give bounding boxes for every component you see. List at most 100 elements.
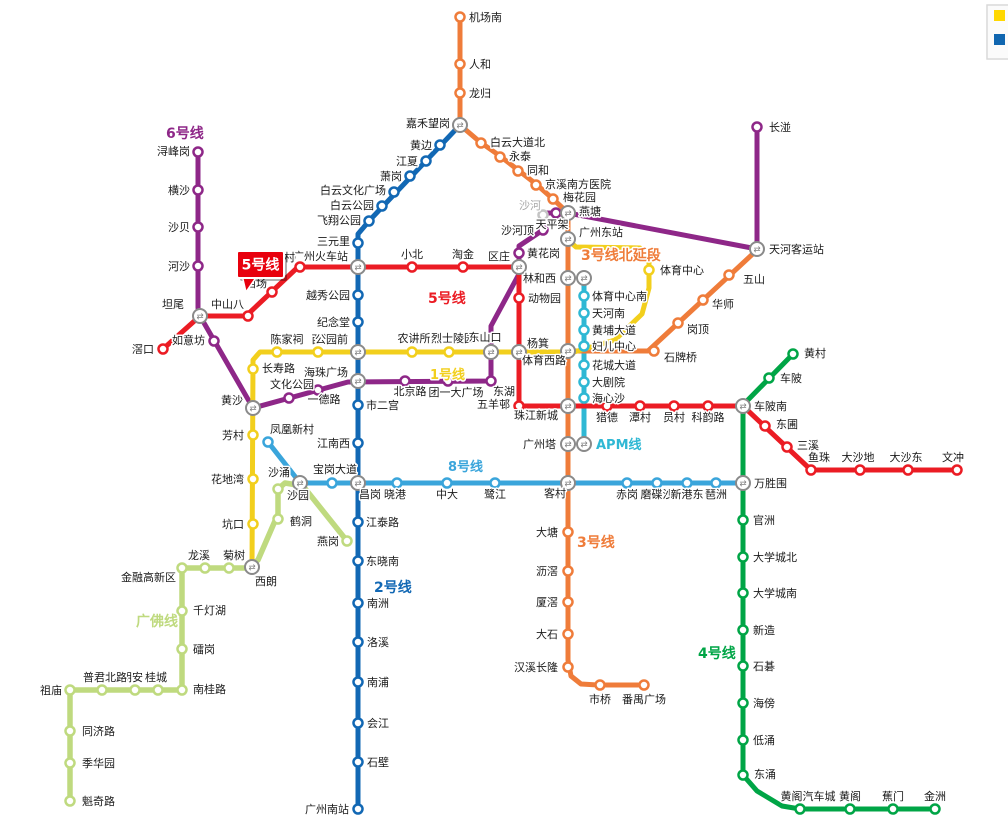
station-dot[interactable] bbox=[560, 270, 576, 286]
station-dot[interactable] bbox=[247, 473, 259, 485]
station-dot[interactable] bbox=[352, 803, 364, 815]
station-dot[interactable] bbox=[483, 344, 499, 360]
station-dot[interactable] bbox=[245, 400, 261, 416]
station-dot[interactable] bbox=[634, 400, 646, 412]
station-dot[interactable] bbox=[352, 676, 364, 688]
station-dot[interactable] bbox=[737, 660, 749, 672]
station-dot[interactable] bbox=[638, 679, 650, 691]
station-dot[interactable] bbox=[537, 209, 549, 221]
station-label[interactable]: 文冲 bbox=[941, 449, 966, 466]
station-label[interactable]: 洛溪 bbox=[366, 634, 391, 651]
station-dot[interactable] bbox=[350, 259, 366, 275]
station-dot[interactable] bbox=[192, 221, 204, 233]
station-dot[interactable] bbox=[511, 344, 527, 360]
station-label[interactable]: 花地湾 bbox=[210, 471, 246, 488]
station-label[interactable]: 赤岗 bbox=[615, 487, 640, 503]
station-dot[interactable] bbox=[621, 477, 633, 489]
station-dot[interactable] bbox=[96, 684, 108, 696]
station-label[interactable]: 石碁 bbox=[752, 658, 777, 675]
station-dot[interactable] bbox=[352, 237, 364, 249]
station-dot[interactable] bbox=[578, 359, 590, 371]
station-dot[interactable] bbox=[560, 231, 576, 247]
station-label[interactable]: 龙归 bbox=[468, 85, 493, 102]
station-dot[interactable] bbox=[844, 803, 856, 815]
station-label[interactable]: 琶洲 bbox=[704, 487, 729, 503]
station-label[interactable]: 万胜围 bbox=[753, 475, 789, 492]
station-dot[interactable] bbox=[294, 261, 306, 273]
station-dot[interactable] bbox=[511, 259, 527, 275]
station-label[interactable]: 会江 bbox=[366, 716, 391, 732]
station-dot[interactable] bbox=[434, 139, 446, 151]
station-label[interactable]: 海傍 bbox=[752, 695, 777, 712]
station-label[interactable]: 东圃 bbox=[775, 417, 800, 433]
station-dot[interactable] bbox=[578, 340, 590, 352]
station-label[interactable]: 沥滘 bbox=[535, 564, 560, 580]
station-dot[interactable] bbox=[751, 121, 763, 133]
station-dot[interactable] bbox=[781, 441, 793, 453]
station-label[interactable]: 广州南站 bbox=[304, 801, 351, 818]
station-label[interactable]: 天平架 bbox=[534, 217, 570, 233]
line6-label[interactable]: 6号线 bbox=[165, 124, 206, 144]
station-dot[interactable] bbox=[192, 260, 204, 272]
station-dot[interactable] bbox=[787, 348, 799, 360]
station-label[interactable]: 广州东站 bbox=[578, 224, 625, 241]
station-label[interactable]: 五山 bbox=[742, 272, 767, 288]
station-label[interactable]: 朝安 bbox=[120, 669, 145, 686]
station-label[interactable]: 宝岗大道 bbox=[312, 461, 359, 478]
station-dot[interactable] bbox=[454, 87, 466, 99]
station-dot[interactable] bbox=[562, 628, 574, 640]
station-label[interactable]: 烈士陵园 bbox=[430, 330, 477, 347]
station-dot[interactable] bbox=[681, 477, 693, 489]
station-label[interactable]: 坦尾 bbox=[161, 296, 186, 313]
station-dot[interactable] bbox=[244, 559, 260, 575]
station-dot[interactable] bbox=[391, 477, 403, 489]
station-dot[interactable] bbox=[560, 475, 576, 491]
station-dot[interactable] bbox=[352, 597, 364, 609]
station-dot[interactable] bbox=[399, 375, 411, 387]
station-dot[interactable] bbox=[489, 477, 501, 489]
station-label[interactable]: 白云大道北 bbox=[489, 134, 547, 151]
station-dot[interactable] bbox=[443, 346, 455, 358]
station-label[interactable]: 沙河顶 bbox=[500, 223, 536, 239]
station-label[interactable]: 大石 bbox=[535, 626, 560, 643]
station-dot[interactable] bbox=[578, 307, 590, 319]
station-dot[interactable] bbox=[578, 392, 590, 404]
station-label[interactable]: 鱼珠 bbox=[807, 449, 832, 466]
station-label[interactable]: 东晓南 bbox=[365, 554, 401, 570]
station-label[interactable]: 横沙 bbox=[167, 182, 192, 199]
station-dot[interactable] bbox=[601, 400, 613, 412]
station-label[interactable]: 沙河 bbox=[518, 198, 543, 214]
station-label[interactable]: 中大 bbox=[435, 486, 460, 503]
station-label[interactable]: 金洲 bbox=[923, 788, 948, 805]
station-dot[interactable] bbox=[513, 247, 525, 259]
station-dot[interactable] bbox=[352, 399, 364, 411]
station-label[interactable]: 天河客运站 bbox=[768, 241, 826, 258]
station-dot[interactable] bbox=[651, 477, 663, 489]
station-dot[interactable] bbox=[562, 596, 574, 608]
station-dot[interactable] bbox=[735, 475, 751, 491]
station-dot[interactable] bbox=[902, 464, 914, 476]
station-dot[interactable] bbox=[735, 398, 751, 414]
station-dot[interactable] bbox=[560, 343, 576, 359]
station-dot[interactable] bbox=[352, 516, 364, 528]
station-dot[interactable] bbox=[723, 269, 735, 281]
station-label[interactable]: 礌岗 bbox=[192, 642, 217, 658]
station-dot[interactable] bbox=[562, 565, 574, 577]
station-dot[interactable] bbox=[794, 803, 806, 815]
station-dot[interactable] bbox=[192, 184, 204, 196]
station-label[interactable]: 团一大广场 bbox=[427, 384, 485, 401]
station-dot[interactable] bbox=[326, 477, 338, 489]
station-label[interactable]: 磨碟沙 bbox=[639, 487, 675, 503]
station-dot[interactable] bbox=[192, 308, 208, 324]
station-label[interactable]: 鹤洞 bbox=[289, 513, 314, 530]
station-dot[interactable] bbox=[262, 436, 274, 448]
station-dot[interactable] bbox=[272, 513, 284, 525]
station-label[interactable]: 东山口 bbox=[467, 330, 503, 346]
station-dot[interactable] bbox=[442, 375, 454, 387]
station-label[interactable]: 蕉门 bbox=[881, 788, 906, 805]
station-label[interactable]: 梅花园 bbox=[562, 189, 598, 206]
station-label[interactable]: 大剧院 bbox=[591, 374, 627, 391]
station-dot[interactable] bbox=[350, 373, 366, 389]
station-label[interactable]: 南浦 bbox=[366, 675, 391, 691]
station-label[interactable]: 普君北路 bbox=[82, 669, 129, 686]
